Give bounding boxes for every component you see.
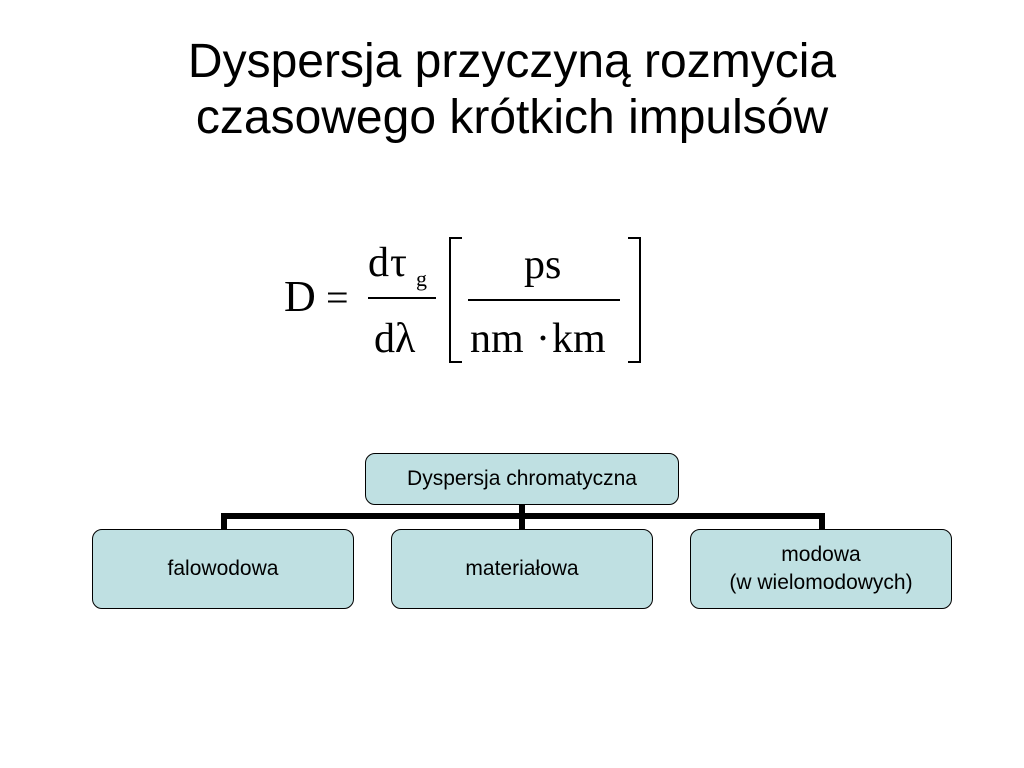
formula-lhs: D (284, 272, 316, 321)
node-falowodowa: falowodowa (92, 529, 354, 609)
formula-left-bracket (449, 237, 462, 363)
connector-to-materialowa (519, 513, 525, 530)
formula-right-bracket (628, 237, 641, 363)
slide-title-line-1: Dyspersja przyczyną rozmycia (187, 35, 837, 88)
formula-numerator-tau: τ (390, 240, 407, 286)
formula-equals-sign: = (326, 275, 349, 320)
formula-unit-dot: · (536, 316, 550, 362)
slide-title-line-2: czasowego krótkich impulsów (195, 91, 829, 144)
node-falowodowa-label: falowodowa (167, 557, 279, 580)
formula-unit-numerator: ps (524, 242, 561, 288)
node-dyspersja-chromatyczna-label: Dyspersja chromatyczna (407, 467, 637, 490)
node-modowa-label-line-1: modowa (781, 543, 861, 566)
formula-denominator: dλ (374, 316, 416, 362)
dispersion-formula: D = d τ g dλ ps nm · km (270, 226, 660, 376)
formula-svg: D = d τ g dλ ps nm · km (284, 237, 641, 363)
slide-title: Dyspersja przyczyną rozmycia czasowego k… (0, 34, 1024, 146)
connector-to-modowa (819, 513, 825, 530)
formula-numerator-subscript: g (416, 266, 427, 291)
formula-numerator-d: d (368, 240, 389, 286)
node-dyspersja-chromatyczna: Dyspersja chromatyczna (365, 453, 679, 505)
node-modowa-label-line-2: (w wielomodowych) (729, 571, 913, 594)
node-materialowa-label: materiałowa (465, 557, 579, 580)
formula-unit-den-left: nm (470, 316, 524, 362)
connector-to-falowodowa (221, 513, 227, 530)
node-materialowa: materiałowa (391, 529, 653, 609)
formula-unit-den-right: km (552, 316, 606, 362)
node-modowa: modowa (w wielomodowych) (690, 529, 952, 609)
